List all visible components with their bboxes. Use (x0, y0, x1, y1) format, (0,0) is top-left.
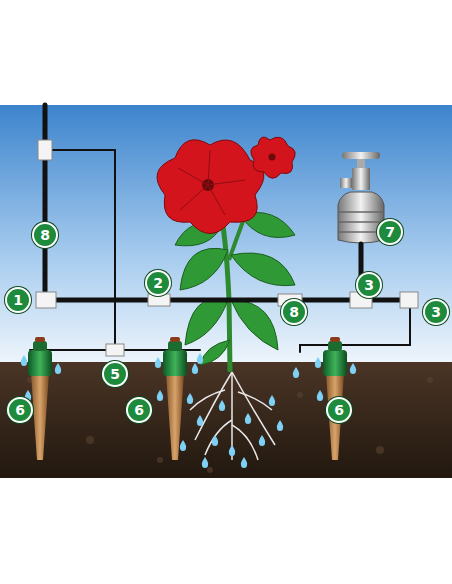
drippers (28, 337, 52, 460)
roots (190, 372, 275, 460)
faucet (352, 168, 370, 190)
big-flower (208, 180, 245, 185)
water-drops (197, 353, 203, 364)
plant (185, 298, 228, 345)
big-flower (157, 140, 264, 234)
plant (231, 253, 295, 286)
root-water (277, 420, 283, 431)
root-water (202, 457, 208, 468)
small-flower (251, 137, 295, 178)
faucet (338, 221, 384, 223)
pipes (43, 105, 48, 300)
background (427, 377, 433, 383)
big-flower (157, 140, 264, 234)
callout-number: 3 (423, 299, 449, 325)
root-water (180, 393, 283, 468)
roots (232, 372, 275, 445)
small-flower (251, 137, 295, 178)
callout-number: 1 (5, 287, 31, 313)
callout-number: 8 (32, 222, 58, 248)
root-water (187, 393, 193, 404)
root-water (219, 400, 225, 411)
plant (200, 340, 230, 365)
background (0, 362, 452, 478)
fittings (106, 344, 124, 356)
callout-number: 3 (356, 272, 382, 298)
roots (195, 372, 232, 440)
big-flower (180, 185, 208, 210)
big-flower (208, 150, 210, 185)
callout-number: 8 (281, 299, 307, 325)
water-drops (317, 390, 323, 401)
big-flower (178, 168, 208, 185)
water-drops (21, 355, 27, 366)
callout-number: 7 (377, 219, 403, 245)
water-drops (350, 363, 356, 374)
callout-number: 6 (7, 397, 33, 423)
callout-number: 6 (326, 397, 352, 423)
background (207, 467, 213, 473)
water-drops (157, 390, 163, 401)
plant (175, 213, 295, 366)
water-drops (21, 353, 356, 401)
big-flower (178, 150, 245, 215)
root-water (241, 457, 247, 468)
water-drops (192, 363, 198, 374)
roots (232, 425, 258, 460)
callout-number: 5 (102, 361, 128, 387)
root-water (212, 435, 218, 446)
background (27, 377, 433, 473)
faucet (357, 158, 365, 168)
roots (205, 420, 232, 455)
drippers (28, 337, 347, 460)
roots (190, 390, 225, 410)
fittings (38, 140, 52, 160)
background (297, 392, 303, 398)
water-drops (155, 357, 161, 368)
root-water (197, 415, 203, 426)
water-drops (293, 367, 299, 378)
fittings (36, 292, 56, 308)
background (376, 446, 384, 454)
water-drops (55, 363, 61, 374)
pipes (30, 105, 410, 352)
plant (231, 300, 278, 350)
faucet (340, 178, 352, 188)
faucet (342, 152, 380, 159)
drippers (163, 337, 187, 460)
fittings (400, 292, 418, 308)
big-flower (208, 185, 225, 215)
background (0, 105, 452, 478)
background (157, 457, 163, 463)
root-water (245, 413, 251, 424)
small-flower (269, 154, 276, 161)
faucet (338, 211, 384, 213)
root-water (180, 440, 186, 451)
callout-number: 2 (145, 270, 171, 296)
roots (238, 392, 272, 410)
background (86, 436, 94, 444)
root-water (259, 435, 265, 446)
plant (180, 248, 228, 290)
root-water (269, 395, 275, 406)
callout-number: 6 (126, 397, 152, 423)
water-drops (315, 357, 321, 368)
fittings (36, 140, 418, 356)
root-water (229, 445, 235, 456)
pipes (45, 150, 115, 350)
